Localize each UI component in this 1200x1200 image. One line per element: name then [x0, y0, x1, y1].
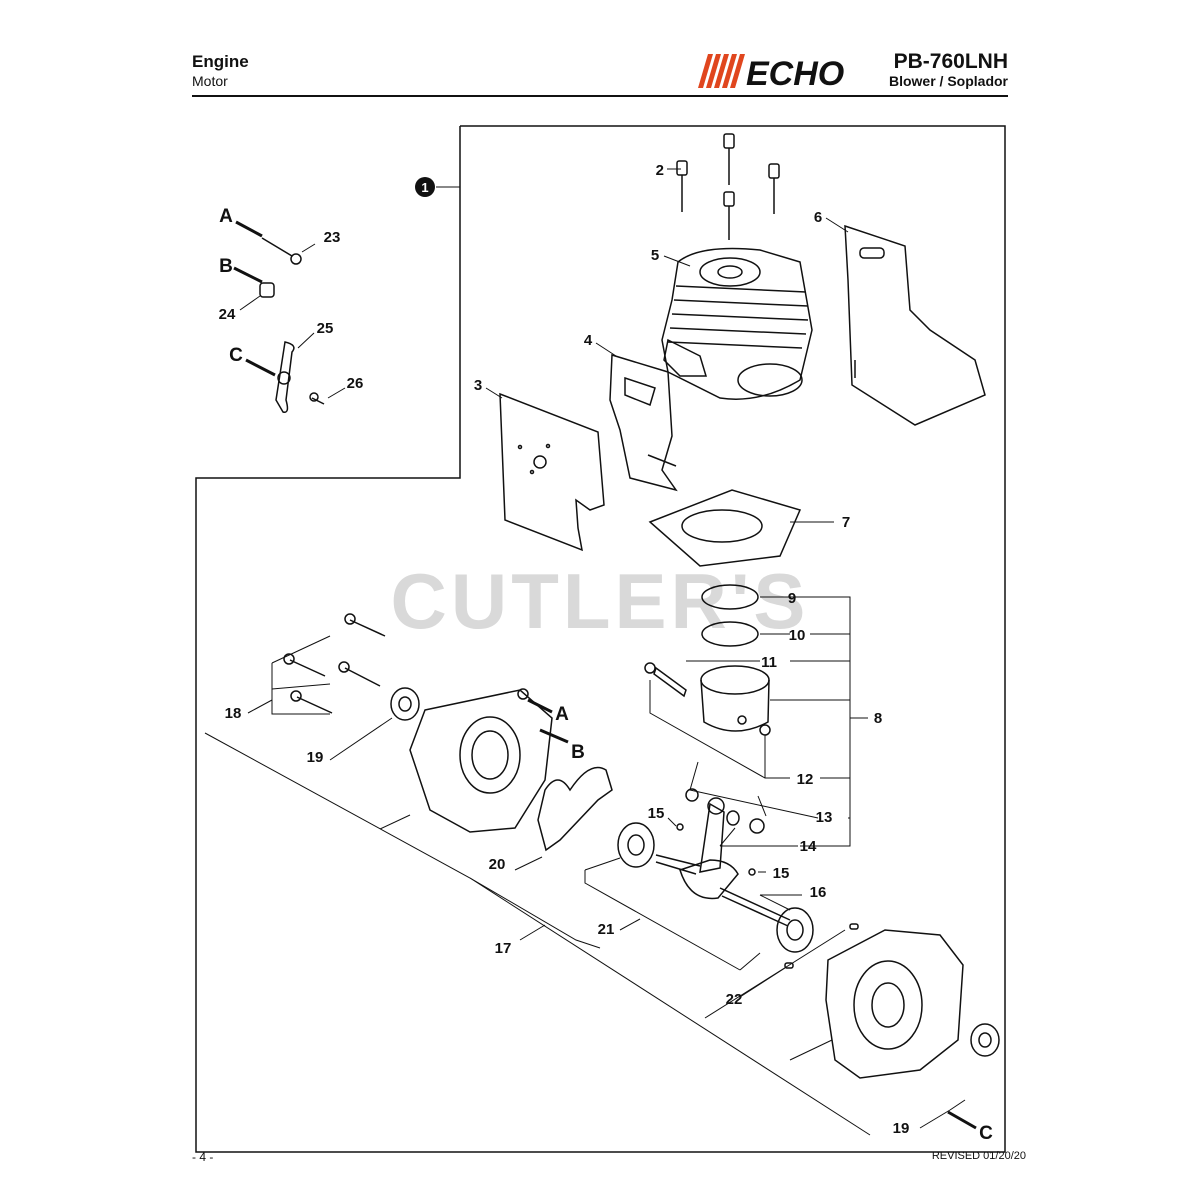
- callout-4: 4: [584, 332, 593, 349]
- key-15b: [748, 868, 756, 876]
- callout-15a: 15: [648, 805, 665, 822]
- callout-5: 5: [651, 247, 659, 264]
- circlip-12: [759, 724, 771, 736]
- key-15a: [676, 823, 684, 831]
- callout-15b: 15: [773, 865, 790, 882]
- callout-24: 24: [219, 306, 236, 323]
- callout-21: 21: [598, 921, 615, 938]
- header-rule: [192, 95, 1008, 97]
- piston-ring-9: [701, 584, 759, 610]
- reference-pointers: [233, 220, 977, 1130]
- callout-18: 18: [225, 705, 242, 722]
- callout-25: 25: [317, 320, 334, 337]
- callout-20: 20: [489, 856, 506, 873]
- callout-6: 6: [814, 209, 822, 226]
- insulator-plate-3: [499, 392, 605, 552]
- washer-13: [685, 788, 699, 802]
- bearing-21: [617, 822, 655, 868]
- callout-2: 2: [656, 162, 664, 179]
- page-subtitle: Motor: [192, 73, 228, 89]
- callout-19a: 19: [307, 749, 324, 766]
- revision-date: REVISED 01/20/20: [931, 1150, 1026, 1162]
- dowel-pins-22: [784, 923, 859, 969]
- ref-c-top: C: [229, 345, 243, 366]
- leader-lines: [204, 168, 966, 1136]
- callout-26: 26: [347, 375, 364, 392]
- needle-bearing-14: [726, 810, 740, 826]
- ref-a-crankcase: A: [555, 704, 569, 725]
- screw-26: [309, 392, 325, 405]
- heat-shield: [844, 224, 986, 426]
- crankcase-gasket-20: [537, 766, 613, 852]
- piston: [700, 665, 770, 732]
- piston-ring-10: [701, 621, 759, 647]
- callout-1: 1: [421, 180, 428, 195]
- base-gasket-7: [648, 489, 802, 567]
- crankcase-bolts-18: [283, 613, 386, 714]
- svg-text:ECHO: ECHO: [746, 55, 844, 90]
- piston-pin: [644, 662, 687, 698]
- cylinder-bolts: [676, 133, 780, 240]
- model-description: Blower / Soplador: [888, 73, 1008, 89]
- echo-logo: ECHO: [698, 54, 844, 90]
- gasket-4: [609, 354, 678, 492]
- callout-1-circle: [415, 177, 435, 197]
- callout-10: 10: [789, 627, 806, 644]
- callout-14: 14: [800, 838, 817, 855]
- callout-17: 17: [495, 940, 512, 957]
- oil-seal-19b: [970, 1023, 1000, 1057]
- oil-seal-19a: [390, 687, 420, 721]
- ref-c-bottom: C: [979, 1123, 993, 1144]
- nut-24: [259, 282, 275, 298]
- bearing-16: [776, 907, 814, 953]
- callout-8: 8: [874, 710, 882, 727]
- bracket-25: [275, 341, 295, 413]
- crankshaft: [655, 797, 791, 927]
- callout-22: 22: [726, 991, 743, 1008]
- page-title: Engine: [192, 52, 249, 71]
- screw-23: [261, 237, 302, 265]
- watermark-text: CUTLER'S: [391, 557, 810, 645]
- callout-19b: 19: [893, 1120, 910, 1137]
- callout-11: 11: [761, 654, 777, 671]
- callout-7: 7: [842, 514, 850, 531]
- crankcase-right: [825, 929, 964, 1079]
- washer-14: [749, 818, 765, 834]
- callout-16: 16: [810, 884, 827, 901]
- callout-9: 9: [788, 590, 796, 607]
- page-number: - 4 -: [192, 1150, 214, 1164]
- crankcase-left: [409, 688, 553, 833]
- ref-a-top: A: [219, 206, 233, 227]
- callout-23: 23: [324, 229, 341, 246]
- callout-13: 13: [816, 809, 833, 826]
- callout-12: 12: [797, 771, 814, 788]
- diagram-frame: [195, 125, 1006, 1153]
- callout-3: 3: [474, 377, 482, 394]
- cylinder: [661, 247, 813, 400]
- model-number: PB-760LNH: [893, 50, 1008, 73]
- ref-b-crankcase: B: [571, 742, 585, 763]
- ref-b-top: B: [219, 256, 233, 277]
